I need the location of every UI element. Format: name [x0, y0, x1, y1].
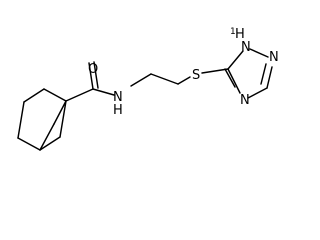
atom-label-triazole-nh-h: H	[235, 27, 245, 42]
atom-label-amide-h: H	[113, 103, 123, 118]
bond-n-to-ch2-a	[130, 73, 152, 87]
bond-c3-c4	[17, 137, 41, 151]
bond-n4-c5-double	[224, 68, 236, 88]
atom-label-oxygen: O	[88, 62, 98, 77]
bond-s-to-ring-c5	[201, 68, 229, 74]
atom-label-triazole-n4: N	[240, 93, 250, 108]
atom-label-triazole-n2: N	[269, 50, 279, 65]
bond-carbonyl-c-o-a	[88, 62, 94, 90]
bond-n2-c3	[266, 66, 273, 89]
atom-label-triazole-nh-n: N	[241, 40, 251, 55]
bond-c5-c6	[23, 88, 45, 103]
bond-ch2-a-to-ch2-b	[150, 73, 179, 85]
bond-bridge-a	[53, 100, 67, 125]
bond-ring-to-carbonyl	[65, 88, 94, 102]
bond-c1-c2	[59, 100, 67, 138]
structure-svg: O N H S H N N N 1	[17, 27, 279, 151]
bond-carbonyl-to-n	[92, 88, 115, 96]
molecule-canvas: O N H S H N N N 1	[17, 27, 279, 151]
bond-c5-n1	[227, 50, 244, 70]
atom-label-amide-n: N	[113, 90, 123, 105]
bond-c2-c3	[39, 136, 61, 151]
bond-n1-n2	[249, 48, 269, 58]
bond-ch2-b-to-s	[177, 76, 191, 85]
bond-carbonyl-c-o-b	[93, 61, 99, 89]
bond-n4-c5	[227, 68, 241, 94]
bond-c3-n4	[247, 87, 268, 99]
atom-label-sulfur: S	[192, 68, 200, 83]
atom-label-h-superscript: 1	[230, 27, 236, 37]
bond-c6-c1	[43, 88, 67, 102]
bond-n2-c3-double	[260, 63, 267, 85]
bond-bridge-b	[39, 123, 55, 151]
bond-c4-c5	[17, 101, 25, 139]
